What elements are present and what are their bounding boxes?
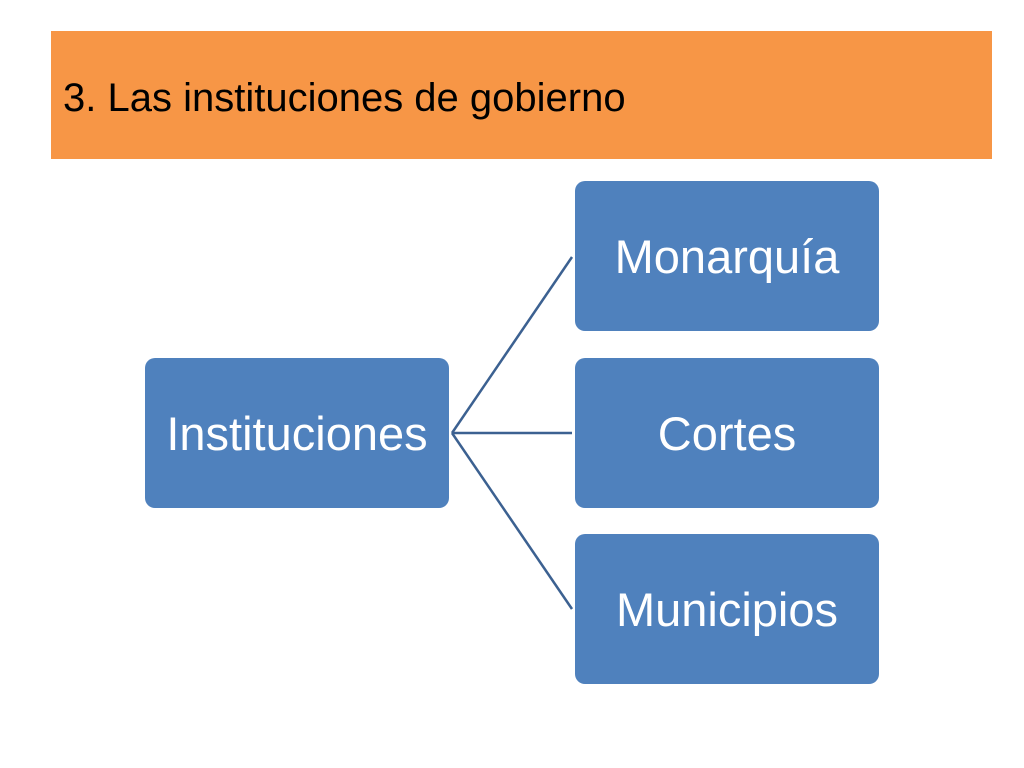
node-label: Cortes	[657, 406, 797, 460]
title-bar: 3. Las instituciones de gobierno	[51, 31, 992, 159]
connector-municipios	[450, 432, 574, 610]
node-label: Instituciones	[166, 406, 428, 460]
node-monarquia: Monarquía	[575, 181, 879, 331]
node-municipios: Municipios	[575, 534, 879, 684]
node-label: Municipios	[615, 582, 839, 636]
slide-title: 3. Las instituciones de gobierno	[63, 76, 626, 120]
node-label: Monarquía	[614, 229, 840, 283]
node-instituciones: Instituciones	[145, 358, 449, 508]
node-cortes: Cortes	[575, 358, 879, 508]
connector-monarquia	[450, 256, 574, 434]
